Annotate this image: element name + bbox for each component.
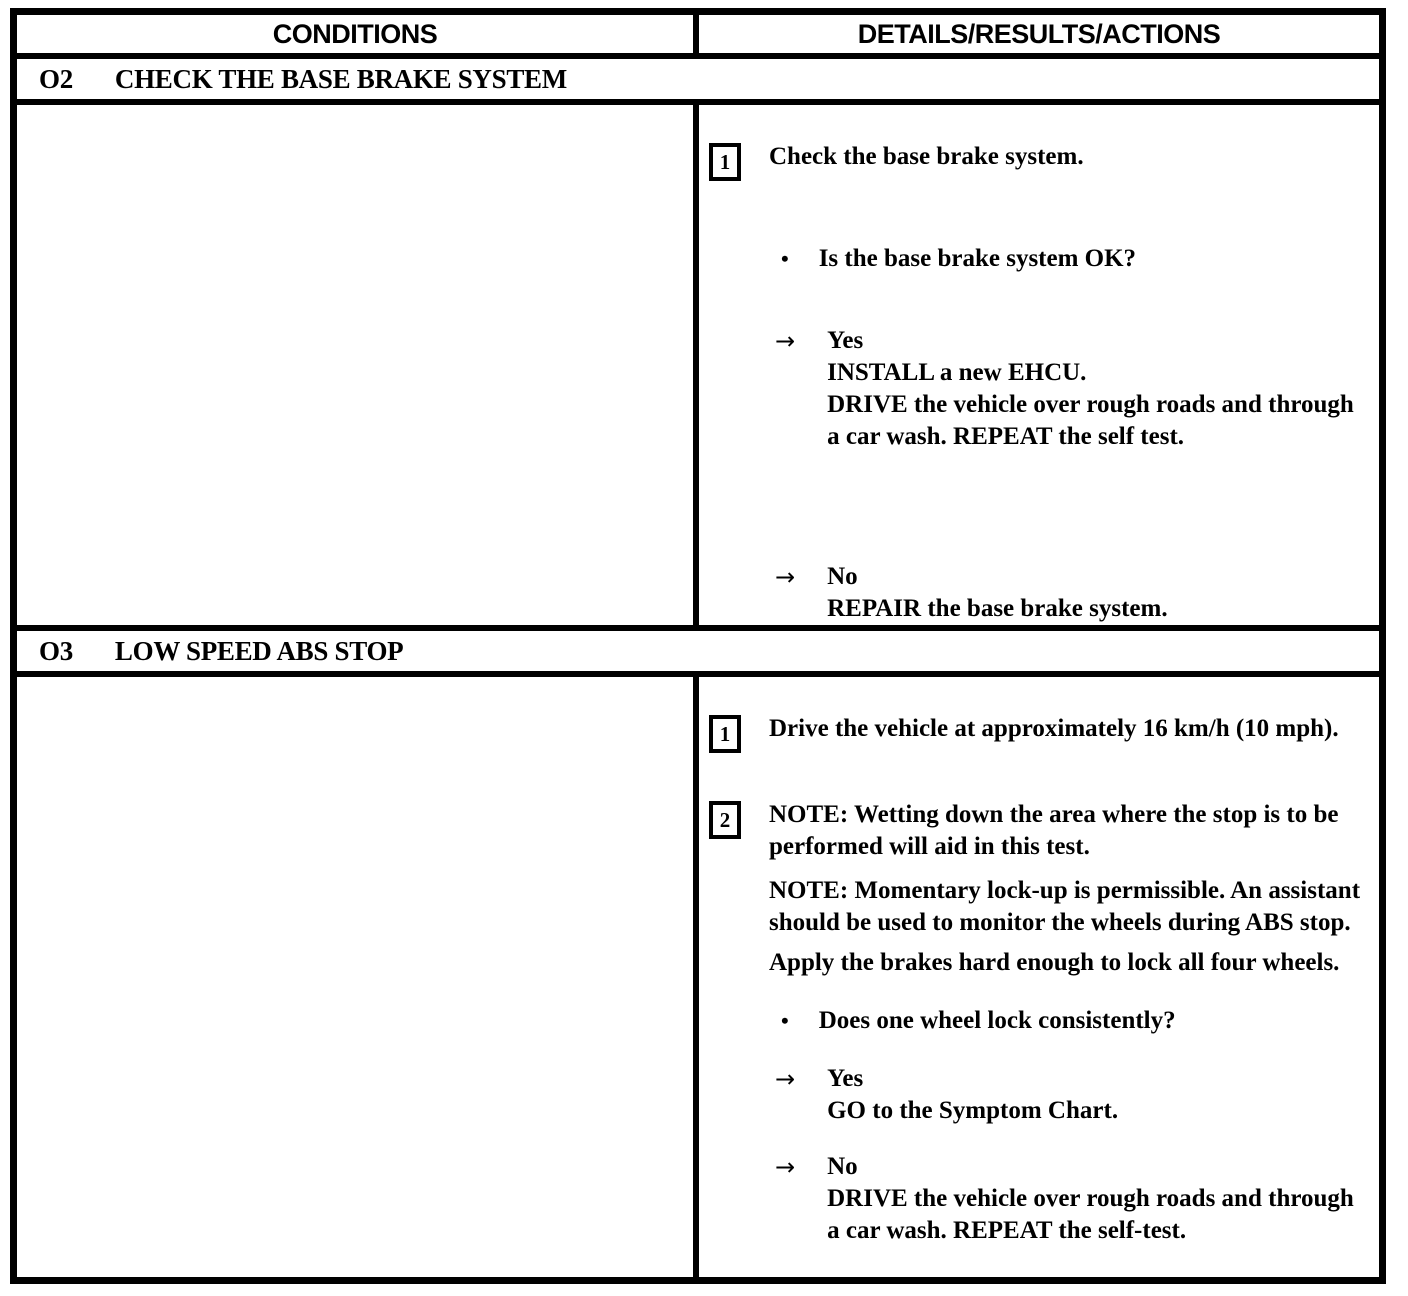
step-text: Check the base brake system. — [769, 143, 1084, 170]
question-line: • Does one wheel lock consistently? — [709, 1005, 1365, 1037]
question-text: Does one wheel lock consistently? — [818, 1007, 1176, 1034]
details-cell: 1 Check the base brake system. • Is the … — [699, 105, 1379, 625]
section-o3-content-row: 1 Drive the vehicle at approximately 16 … — [17, 677, 1379, 1277]
arrow-right-icon: → — [775, 327, 796, 355]
step-text: Drive the vehicle at approximately 16 km… — [769, 715, 1339, 742]
no-action: DRIVE the vehicle over rough roads and t… — [827, 1185, 1354, 1244]
no-label: No — [827, 1153, 858, 1180]
step-number-box-icon: 1 — [709, 715, 741, 753]
yes-label: Yes — [827, 1065, 864, 1092]
yes-answer-body: Yes INSTALL a new EHCU. DRIVE the vehicl… — [827, 325, 1365, 453]
conditions-column-header: CONDITIONS — [17, 15, 699, 53]
step-1: 1 Drive the vehicle at approximately 16 … — [709, 713, 1365, 753]
note-text: Momentary lock-up is permissible. An ass… — [769, 877, 1361, 936]
note-2: NOTE: Momentary lock-up is permissible. … — [769, 875, 1365, 939]
instruction-paragraph: Apply the brakes hard enough to lock all… — [769, 949, 1340, 976]
conditions-cell-empty — [17, 677, 699, 1277]
arrow-right-icon: → — [775, 1065, 796, 1093]
section-title: CHECK THE BASE BRAKE SYSTEM — [114, 63, 567, 94]
details-cell: 1 Drive the vehicle at approximately 16 … — [699, 677, 1379, 1277]
note-text: Wetting down the area where the stop is … — [769, 801, 1339, 860]
section-title: LOW SPEED ABS STOP — [114, 635, 404, 666]
no-answer-block: → No DRIVE the vehicle over rough roads … — [709, 1151, 1365, 1247]
yes-action: GO to the Symptom Chart. — [827, 1097, 1119, 1124]
yes-action-line1: INSTALL a new EHCU. — [827, 359, 1087, 386]
no-answer-body: No REPAIR the base brake system. — [827, 561, 1168, 625]
section-row-o2: O2 CHECK THE BASE BRAKE SYSTEM — [17, 59, 1379, 105]
step-1: 1 Check the base brake system. — [709, 141, 1365, 181]
step-2: 2 NOTE: Wetting down the area where the … — [709, 799, 1365, 863]
bullet-icon: • — [781, 1008, 789, 1033]
section-row-o3: O3 LOW SPEED ABS STOP — [17, 631, 1379, 677]
diagnostic-table: CONDITIONS DETAILS/RESULTS/ACTIONS O2 CH… — [10, 8, 1386, 1284]
no-answer-block: → No REPAIR the base brake system. — [709, 561, 1365, 625]
table-header-row: CONDITIONS DETAILS/RESULTS/ACTIONS — [17, 15, 1379, 59]
details-column-header: DETAILS/RESULTS/ACTIONS — [857, 18, 1221, 49]
yes-action-line2: DRIVE the vehicle over rough roads and t… — [827, 391, 1354, 450]
note-1: NOTE: Wetting down the area where the st… — [769, 799, 1365, 863]
section-o2-content-row: 1 Check the base brake system. • Is the … — [17, 105, 1379, 631]
yes-label: Yes — [827, 327, 864, 354]
section-code: O3 — [39, 635, 73, 666]
yes-answer-block: → Yes INSTALL a new EHCU. DRIVE the vehi… — [709, 325, 1365, 453]
no-label: No — [827, 563, 858, 590]
arrow-right-icon: → — [775, 563, 796, 591]
arrow-right-icon: → — [775, 1153, 796, 1181]
no-answer-body: No DRIVE the vehicle over rough roads an… — [827, 1151, 1365, 1247]
bullet-icon: • — [781, 246, 789, 271]
step-number-box-icon: 2 — [709, 801, 741, 839]
no-action: REPAIR the base brake system. — [827, 595, 1168, 622]
yes-answer-body: Yes GO to the Symptom Chart. — [827, 1063, 1118, 1127]
yes-answer-block: → Yes GO to the Symptom Chart. — [709, 1063, 1365, 1127]
step-number-box-icon: 1 — [709, 143, 741, 181]
section-code: O2 — [39, 63, 73, 94]
note-label: NOTE: — [769, 801, 849, 828]
note-label: NOTE: — [769, 877, 849, 904]
question-line: • Is the base brake system OK? — [709, 243, 1365, 275]
question-text: Is the base brake system OK? — [818, 245, 1137, 272]
conditions-cell-empty — [17, 105, 699, 625]
